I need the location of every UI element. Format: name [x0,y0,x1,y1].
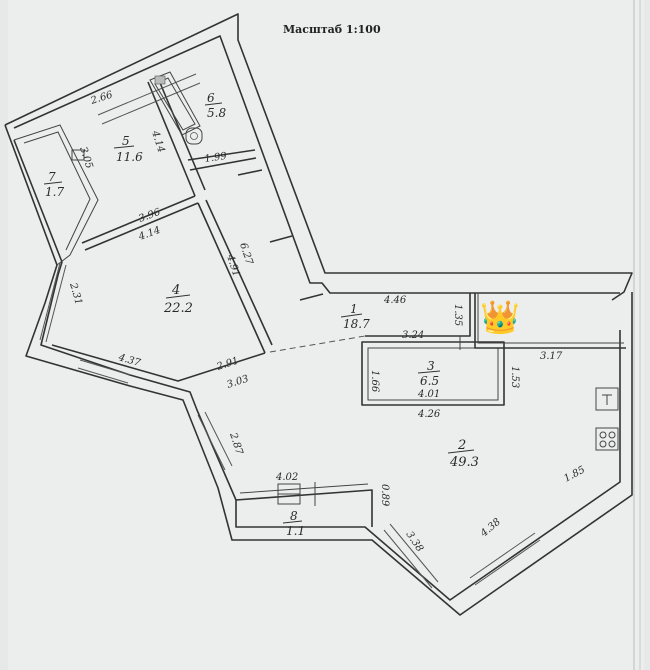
room-6-label: 6 5.8 [204,91,226,120]
dim-4-46: 4.46 [383,295,407,306]
dim-0-89: 0.89 [379,484,390,507]
sink-icon [595,387,619,411]
room-5-area: 11.6 [116,150,143,164]
room-6-number: 6 [207,91,215,105]
interior-walls [51,77,626,527]
room-3-area: 6.5 [420,374,439,388]
room-1-area: 18.7 [343,317,370,331]
room-2-number: 2 [457,438,466,453]
room-3-number: 3 [427,359,435,373]
room-1-label: 1 18.7 [340,302,370,331]
room-8-area: 1.1 [286,524,305,538]
dim-3-24: 3.24 [402,330,424,341]
dim-4-26: 4.26 [417,409,441,420]
toilet-icon [185,127,203,145]
dim-1-99: 1.99 [204,151,228,165]
dim-1-35: 1.35 [452,304,463,326]
scale-title: Масштаб 1:100 [283,23,381,36]
paper [8,0,644,670]
room-4-number: 4 [171,283,180,298]
bathtub-icon [149,71,201,136]
room-1-number: 1 [350,302,358,316]
room-7-label: 7 1.7 [43,170,64,199]
outer-walls [4,13,633,616]
dim-4-02: 4.02 [275,472,298,483]
room-5-label: 5 11.6 [113,134,143,164]
room-2-area: 49.3 [449,455,479,470]
balcony-7-walls [13,124,99,266]
dim-1-66: 1.66 [369,370,380,393]
room-7-area: 1.7 [45,185,64,199]
dim-3-17: 3.17 [540,351,563,362]
dim-1-53: 1.53 [509,366,520,388]
room-labels: 5 11.6 6 5.8 7 1.7 4 22.2 1 18.7 3 6.5 [43,91,479,538]
dim-4-01: 4.01 [417,389,440,400]
stove-icon [595,427,619,451]
crown-sticker-icon: 👑 [480,298,520,336]
room-7-number: 7 [48,170,56,184]
room-3-label: 3 6.5 [417,359,441,388]
room-4-label: 4 22.2 [163,283,193,316]
room-4-area: 22.2 [163,301,193,316]
windows [39,73,541,589]
room-5-number: 5 [122,134,130,148]
room-6-area: 5.8 [207,106,226,120]
vent-marks [71,149,461,506]
room-2-label: 2 49.3 [447,438,479,470]
room-8-label: 8 1.1 [282,509,305,538]
room-8-number: 8 [290,509,298,523]
